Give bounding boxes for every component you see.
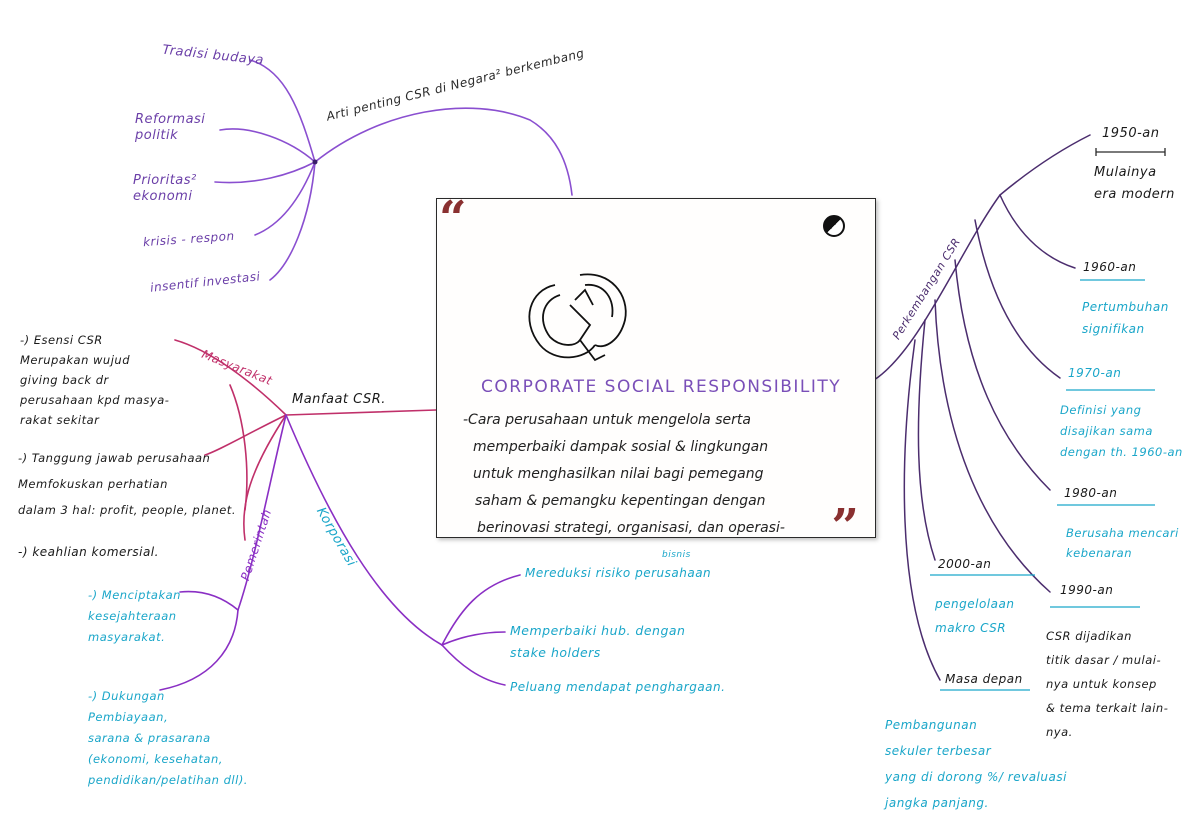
definition-line-3: untuk menghasilkan nilai bagi pemegang	[473, 466, 764, 482]
quote-close-icon: ”	[831, 499, 859, 555]
branch-1990	[934, 299, 1051, 593]
branch-tradisi	[249, 59, 316, 163]
arti-item-prioritas: Prioritas² ekonomi	[133, 173, 197, 205]
arti-item-reformasi: Reformasi politik	[135, 112, 206, 144]
branch-masa-depan	[903, 339, 941, 681]
branch-reformasi	[219, 128, 316, 163]
era-1960-period: 1960-an	[1083, 260, 1137, 274]
branch-2000	[917, 319, 936, 561]
definition-line-5: berinovasi strategi, organisasi, dan ope…	[477, 520, 785, 536]
branch-perkembangan-main	[873, 194, 1001, 381]
definition-line-1: -Cara perusahaan untuk mengelola serta	[463, 412, 751, 428]
korporasi-item-risiko: Mereduksi risiko perusahaan	[525, 566, 712, 580]
korporasi-item-stakeholders: Memperbaiki hub. dengan stake holders	[510, 623, 686, 660]
masyarakat-item-keahlian: -) keahlian komersial.	[18, 545, 159, 559]
era-1990-desc: CSR dijadikan titik dasar / mulai- nya u…	[1046, 629, 1169, 739]
korporasi-note-bisnis: bisnis	[662, 550, 691, 560]
manfaat-label: Manfaat CSR.	[292, 392, 386, 407]
branch-pemerintah-b	[159, 609, 239, 691]
branch-masyarakat	[174, 339, 287, 416]
branch-korporasi-c	[441, 644, 506, 686]
korporasi-item-penghargaan: Peluang mendapat penghargaan.	[510, 680, 726, 694]
pemerintah-item-kesejahteraan: -) Menciptakan kesejahteraan masyarakat.	[88, 588, 181, 644]
branch-insentif	[269, 161, 316, 281]
era-1990-period: 1990-an	[1060, 583, 1114, 597]
branch-masyarakat-2	[204, 414, 287, 456]
corner-icon	[823, 215, 845, 237]
era-masa-depan-desc: Pembangunan sekuler terbesar yang di dor…	[885, 718, 1067, 810]
branch-1970	[974, 219, 1061, 379]
branch-manfaat-main	[285, 409, 437, 416]
center-definition: -Cara perusahaan untuk mengelola serta m…	[463, 407, 785, 542]
era-1950-period: 1950-an	[1102, 126, 1160, 141]
logo-icon	[528, 273, 627, 362]
definition-line-2: memperbaiki dampak sosial & lingkungan	[473, 439, 769, 455]
branch-1960	[999, 194, 1076, 269]
pemerintah-item-dukungan: -) Dukungan Pembiayaan, sarana & prasara…	[88, 689, 248, 787]
branch-1950	[999, 134, 1091, 196]
era-1970-desc: Definisi yang disajikan sama dengan th. …	[1060, 403, 1183, 459]
era-1950-desc: Mulainya era modern	[1094, 165, 1175, 202]
branch-1980	[954, 259, 1051, 491]
branch-korporasi	[285, 414, 443, 646]
branch-korporasi-b	[441, 631, 506, 646]
era-1980-desc: Berusaha mencari kebenaran	[1066, 526, 1179, 560]
era-1960-desc: Pertumbuhan signifikan	[1082, 300, 1169, 336]
quote-open-icon: “	[439, 191, 467, 247]
branch-masyarakat-3	[243, 414, 287, 541]
masyarakat-item-tanggung-jawab: -) Tanggung jawab perusahaan Memfokuskan…	[18, 451, 236, 517]
branch-arti-main	[314, 107, 573, 196]
branch-pemerintah	[237, 414, 287, 611]
center-card: “ CORPORATE SOCIAL RESPONSIBILITY -Cara …	[436, 191, 876, 555]
branch-prioritas	[214, 161, 316, 184]
era-masa-depan-period: Masa depan	[945, 672, 1023, 686]
definition-line-4: saham & pemangku kepentingan dengan	[475, 493, 766, 509]
center-title: CORPORATE SOCIAL RESPONSIBILITY	[481, 377, 842, 397]
branch-pemerintah-a	[179, 590, 239, 611]
era-2000-period: 2000-an	[938, 557, 992, 571]
branch-krisis	[254, 161, 316, 236]
branch-masyarakat-sub	[229, 384, 248, 511]
era-1980-period: 1980-an	[1064, 486, 1118, 500]
era-1970-period: 1970-an	[1068, 366, 1122, 380]
era-2000-desc: pengelolaan makro CSR	[935, 597, 1015, 635]
branch-korporasi-a	[441, 574, 521, 646]
masyarakat-item-esensi: -) Esensi CSR Merupakan wujud giving bac…	[20, 333, 170, 427]
